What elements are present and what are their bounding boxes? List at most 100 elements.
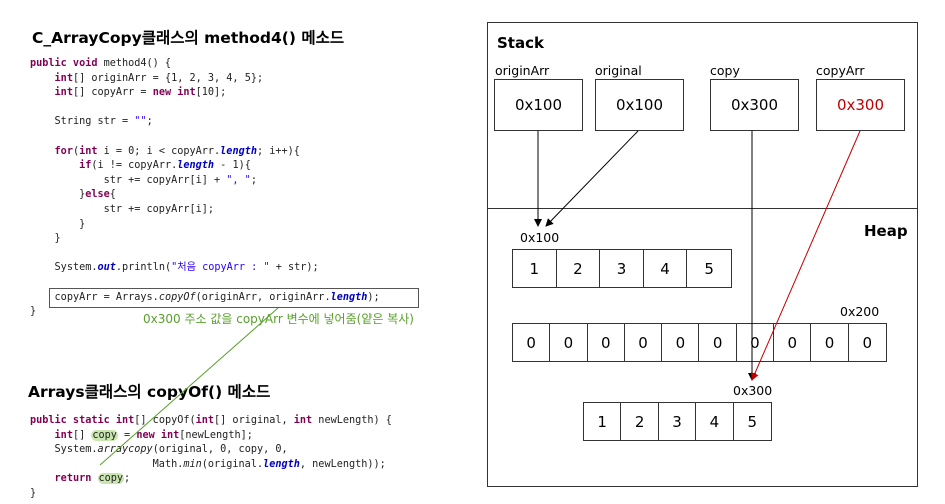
code-text: } [79, 189, 86, 201]
code-text: newLength) { [312, 415, 392, 426]
code-text: = [117, 429, 137, 441]
code-field: out [97, 262, 116, 274]
code-text: } [54, 233, 61, 245]
array-cell: 4 [696, 403, 734, 440]
code-text: String str = [54, 116, 135, 128]
code-text: (originArr, originArr. [195, 291, 331, 303]
array-cell: 0 [811, 324, 849, 361]
array-cell: 3 [600, 250, 644, 287]
array-cell: 0 [625, 324, 663, 361]
code-text: { [109, 189, 116, 201]
stack-var-box-copyArr: 0x300 [816, 79, 905, 131]
code-keyword: new int [152, 87, 196, 99]
array-cell: 0 [699, 324, 737, 361]
array-cell: 3 [659, 403, 697, 440]
array-cell: 0 [774, 324, 812, 361]
heap-address-label: 0x200 [840, 304, 880, 319]
array-cell: 0 [737, 324, 775, 361]
code-keyword: for [54, 145, 73, 157]
code-string: ", " [226, 174, 251, 186]
code-text: (original. [201, 458, 264, 470]
code-keyword: int [293, 415, 313, 426]
code-keyword: int [79, 145, 98, 157]
code-text: ; [124, 473, 131, 485]
code-keyword: if [79, 160, 92, 172]
code-keyword: public void [30, 58, 98, 69]
code-text: [] originArr = {1, 2, 3, 4, 5}; [72, 72, 264, 84]
code-text: [] copyArr = [72, 87, 153, 99]
code-text: ; [146, 116, 153, 128]
array-cell: 2 [557, 250, 601, 287]
array-cell: 1 [513, 250, 557, 287]
code-text: [] copyOf( [134, 415, 196, 426]
stack-var-label: copyArr [816, 63, 865, 78]
code-text: [10]; [195, 87, 227, 99]
code-text: ); [367, 291, 380, 303]
heap-array-0x100: 1 2 3 4 5 [512, 249, 732, 288]
code-text: str += copyArr[i]; [103, 203, 215, 215]
code-field: length [263, 458, 300, 470]
code-text: [newLength]; [179, 429, 253, 441]
copy-variable-highlight: copy [91, 429, 118, 441]
copyof-call-highlight-box [49, 288, 419, 308]
heap-array-0x200: 0 0 0 0 0 0 0 0 0 0 [512, 323, 887, 362]
code-keyword: int [54, 72, 73, 84]
method4-title: C_ArrayCopy클래스의 method4() 메소드 [32, 29, 345, 47]
code-text: + str); [269, 262, 319, 274]
array-cell: 1 [584, 403, 622, 440]
heap-address-label: 0x100 [520, 230, 560, 245]
code-text: } [30, 306, 37, 318]
code-text: , newLength)); [299, 458, 386, 470]
code-static-call: min [183, 458, 202, 470]
array-cell: 4 [644, 250, 688, 287]
annotation-connector-line [99, 307, 279, 466]
code-text: [] [72, 429, 92, 441]
heap-address-label: 0x300 [733, 383, 773, 398]
code-text: (original, 0, copy, 0, [152, 444, 288, 456]
heap-array-0x300: 1 2 3 4 5 [583, 402, 772, 441]
stack-var-label: originArr [495, 63, 550, 78]
code-field: length [330, 291, 368, 303]
code-text: method4() { [97, 58, 172, 69]
array-cell: 0 [862, 333, 873, 352]
code-keyword: else [85, 189, 110, 201]
array-cell: 0 [550, 324, 588, 361]
arrow-original-to-0x100 [545, 130, 639, 227]
code-field: length [220, 145, 257, 157]
code-text: str += copyArr[i] + [103, 174, 227, 186]
code-keyword: int [54, 87, 73, 99]
array-cell: 5 [704, 259, 714, 278]
stack-var-label: copy [710, 63, 740, 78]
array-cell: 2 [621, 403, 659, 440]
code-text: (i != copyArr. [91, 160, 178, 172]
stack-heap-divider [487, 208, 918, 209]
array-cell: 0 [513, 324, 551, 361]
code-keyword: return [54, 473, 92, 485]
stack-var-box-originArr: 0x100 [494, 79, 583, 131]
code-keyword: public static int [30, 415, 135, 426]
code-text: [] original, [214, 415, 294, 426]
code-field: length [177, 160, 215, 172]
copyof-title: Arrays클래스의 copyOf() 메소드 [28, 383, 271, 401]
stack-var-box-original: 0x100 [595, 79, 684, 131]
shallow-copy-annotation: 0x300 주소 값을 copyArr 변수에 넣어줌(얕은 복사) [143, 312, 414, 326]
code-text: ; i++){ [256, 145, 300, 157]
stack-var-label: original [595, 63, 642, 78]
array-cell: 5 [747, 412, 758, 431]
stack-var-box-copy: 0x300 [710, 79, 799, 131]
code-text: - 1){ [214, 160, 251, 172]
method4-code: public void method4() { int[] originArr … [30, 57, 380, 320]
code-text: ( [72, 145, 80, 157]
code-text: i = 0; i < copyArr. [97, 145, 221, 157]
heap-title: Heap [864, 222, 908, 240]
code-text: .println( [115, 262, 172, 274]
stack-title: Stack [497, 34, 544, 52]
memory-frame [487, 22, 918, 487]
code-static-call: copyOf [158, 291, 196, 303]
code-text: copyArr = Arrays. [54, 291, 159, 303]
code-text: ; [250, 174, 257, 186]
code-text: System. [54, 444, 98, 456]
code-keyword: int [195, 415, 215, 426]
code-string: "" [134, 116, 147, 128]
copy-return-highlight: copy [97, 473, 125, 485]
